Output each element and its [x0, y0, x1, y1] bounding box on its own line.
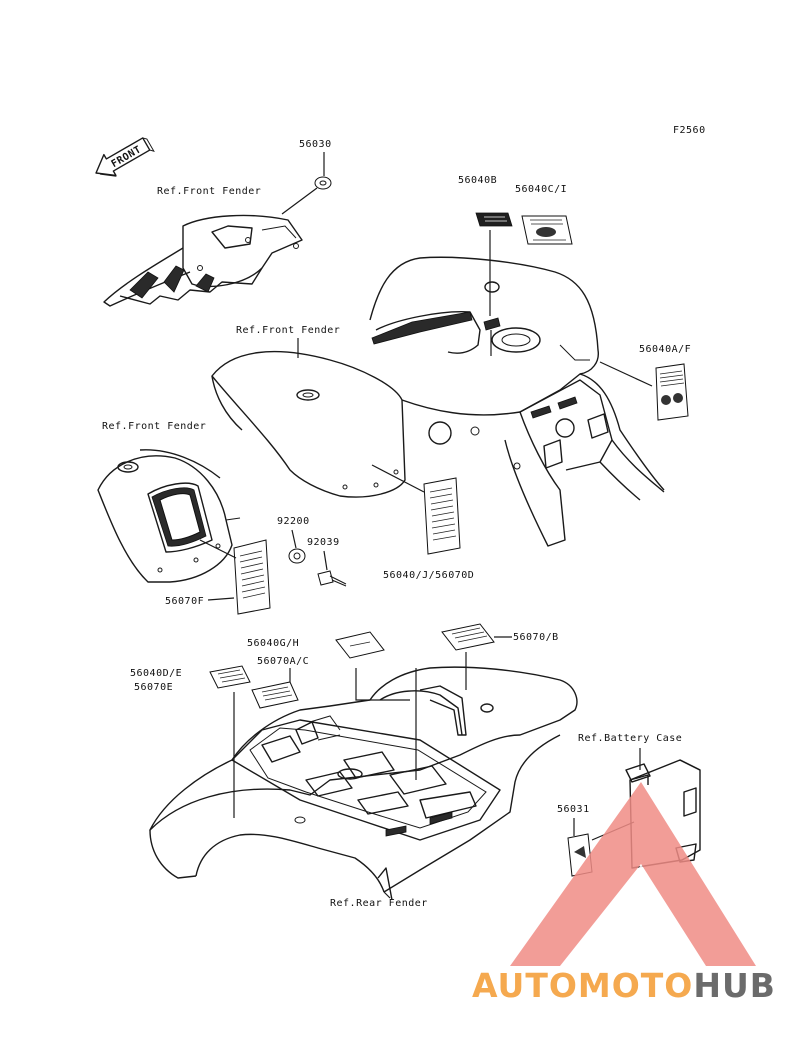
label-92039: 92039	[307, 537, 340, 548]
automotohub-watermark	[510, 782, 756, 966]
part-92200-grommet	[288, 548, 306, 564]
label-56070ac: 56070A/C	[257, 656, 309, 667]
figure-code: F2560	[673, 125, 706, 136]
decal-56040b	[475, 212, 513, 227]
label-56040de: 56040D/E	[130, 668, 182, 679]
decal-56070b	[441, 623, 495, 651]
ref-front-fender-label-1: Ref.Front Fender	[157, 186, 261, 197]
watermark-triangle-logo	[510, 782, 756, 966]
decal-56070f	[233, 539, 271, 615]
ref-battery-case-label: Ref.Battery Case	[578, 733, 682, 744]
rear-fender	[149, 666, 578, 901]
decal-56040gh	[335, 631, 385, 659]
watermark-brand-text: AUTOMOTOHUB	[472, 966, 776, 1005]
decal-56070ac	[251, 681, 299, 709]
label-56030: 56030	[299, 139, 332, 150]
label-56070e: 56070E	[134, 682, 173, 693]
decal-56040de-56070e	[209, 665, 251, 689]
front-fender-upper-left	[103, 214, 303, 307]
ref-front-fender-label-3: Ref.Front Fender	[102, 421, 206, 432]
label-56040gh: 56040G/H	[247, 638, 299, 649]
label-92200: 92200	[277, 516, 310, 527]
label-56040ci: 56040C/I	[515, 184, 567, 195]
decal-56040j-56070d	[423, 477, 461, 555]
label-56040b: 56040B	[458, 175, 497, 186]
front-fender-left	[97, 449, 241, 583]
label-56040af: 56040A/F	[639, 344, 691, 355]
label-56070b: 56070/B	[513, 632, 559, 643]
front-fender-main	[211, 256, 665, 547]
part-92039-screw	[317, 570, 347, 587]
front-direction-arrow: FRONT	[95, 137, 155, 177]
decal-56040af	[655, 363, 689, 421]
ref-rear-fender-label: Ref.Rear Fender	[330, 898, 428, 909]
part-56030-washer	[314, 176, 332, 190]
decal-56040ci	[521, 215, 573, 245]
label-56031: 56031	[557, 804, 590, 815]
ref-front-fender-label-2: Ref.Front Fender	[236, 325, 340, 336]
label-56040j-56070d: 56040/J/56070D	[383, 570, 474, 581]
label-56070f: 56070F	[165, 596, 204, 607]
